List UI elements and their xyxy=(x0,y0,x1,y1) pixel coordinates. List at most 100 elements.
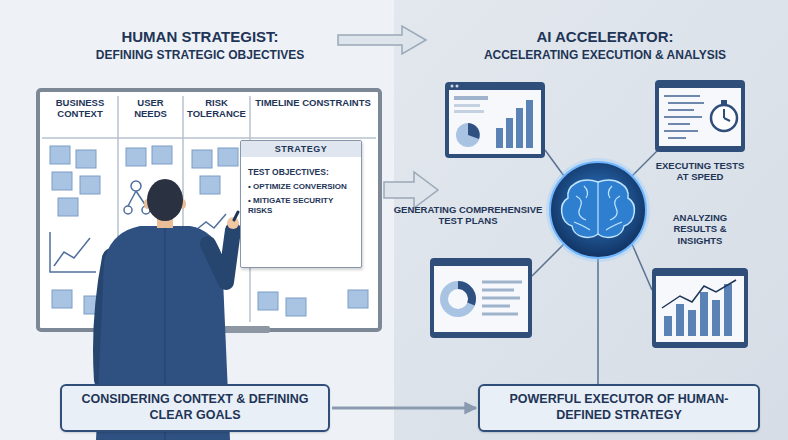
ai-brain xyxy=(546,158,650,262)
objective-item: • MITIGATE SECURITY RISKS xyxy=(248,196,354,216)
strategist-figure xyxy=(208,230,233,282)
test-plan-screen xyxy=(445,82,545,158)
ai-brain xyxy=(562,180,635,237)
test-plan-screen xyxy=(468,123,480,139)
screen-connector xyxy=(545,150,564,176)
column-heading: RISK TOLERANCE xyxy=(183,98,250,120)
sticky-note xyxy=(50,146,70,164)
screen-connector xyxy=(632,244,652,290)
sticky-note xyxy=(52,172,72,190)
sticky-note xyxy=(126,148,146,166)
test-plan-screen xyxy=(454,96,488,100)
column-heading: TIMELINE CONSTRAINTS xyxy=(250,98,376,109)
panel-ground xyxy=(394,0,788,440)
goal-box: CONSIDERING CONTEXT & DEFINING CLEAR GOA… xyxy=(60,384,330,431)
test-run-screen xyxy=(655,80,745,152)
report-screen xyxy=(482,313,518,316)
capability-label-slot: GENERATING COMPREHENSIVE TEST PLANS xyxy=(393,204,543,227)
panel-subtitle: ACCELERATING EXECUTION & ANALYSIS xyxy=(445,48,765,62)
report-screen xyxy=(482,289,514,292)
analysis-screen xyxy=(652,268,748,348)
test-plan-screen xyxy=(496,128,503,148)
sticky-note xyxy=(200,176,220,194)
panel-title-slot: HUMAN STRATEGIST: xyxy=(40,28,360,46)
capability-label-slot: ANALYZING RESULTS & INSIGHTS xyxy=(652,212,748,246)
analysis-screen xyxy=(724,284,732,336)
screen-connector xyxy=(632,150,658,176)
ai-brain xyxy=(550,162,646,258)
test-plan-screen xyxy=(451,85,454,88)
screen-connector xyxy=(532,150,658,386)
screen-connector xyxy=(597,258,599,386)
test-run-screen xyxy=(724,118,730,121)
board-sketch xyxy=(131,181,141,191)
report-screen xyxy=(482,282,522,314)
ai-brain xyxy=(608,186,612,198)
strategist-figure xyxy=(234,212,238,220)
panel-title-slot: AI ACCELERATOR: xyxy=(445,28,765,46)
ai-brain xyxy=(574,222,590,230)
test-run-screen xyxy=(668,102,704,104)
analysis-screen xyxy=(652,268,748,348)
report-screen xyxy=(482,305,510,308)
analysis-screen xyxy=(664,316,672,336)
test-run-screen xyxy=(723,109,725,118)
test-plan-screen xyxy=(506,118,513,148)
report-screen xyxy=(434,266,528,332)
sticky-note xyxy=(58,198,78,216)
analysis-screen xyxy=(700,292,708,336)
ai-brain xyxy=(597,182,598,234)
test-run-screen xyxy=(664,116,702,118)
test-run-screen xyxy=(668,109,694,111)
sticky-note xyxy=(286,298,306,316)
test-plan-screen xyxy=(454,104,480,107)
analysis-screen xyxy=(656,276,744,342)
panel-title: HUMAN STRATEGIST: xyxy=(40,28,360,46)
report-screen xyxy=(444,285,472,313)
board-sketch xyxy=(54,238,90,266)
test-plan-screen xyxy=(454,110,484,113)
board-sketch xyxy=(124,206,132,214)
sheet-heading: STRATEGY xyxy=(241,141,361,157)
ai-brain xyxy=(610,196,620,220)
ai-brain xyxy=(584,186,588,198)
test-run-screen xyxy=(721,100,727,104)
analysis-screen xyxy=(712,300,720,336)
analysis-screen xyxy=(688,310,696,336)
box-text: POWERFUL EXECUTOR OF HUMAN-DEFINED STRAT… xyxy=(490,392,748,423)
test-plan-screen xyxy=(526,100,533,148)
panel-ground xyxy=(0,0,394,440)
test-plan-screen xyxy=(445,82,545,158)
panel-subtitle: DEFINING STRATEGIC OBJECTIVES xyxy=(40,48,360,62)
analysis-screen xyxy=(662,280,736,308)
objective-item: • OPTIMIZE CONVERSION xyxy=(248,182,354,192)
objectives-heading: TEST OBJECTIVES: xyxy=(248,167,354,177)
sticky-note xyxy=(52,290,72,308)
ai-brain xyxy=(576,196,586,220)
sticky-note xyxy=(76,150,96,168)
panel-title: AI ACCELERATOR: xyxy=(445,28,765,46)
report-screen xyxy=(430,258,532,338)
sticky-note xyxy=(80,176,100,194)
panel-subtitle-slot: DEFINING STRATEGIC OBJECTIVES xyxy=(40,48,360,62)
test-run-screen xyxy=(655,80,745,152)
capability-label: EXECUTING TESTS AT SPEED xyxy=(652,160,748,183)
capability-label: GENERATING COMPREHENSIVE TEST PLANS xyxy=(393,204,543,227)
capability-label-slot: EXECUTING TESTS AT SPEED xyxy=(652,160,748,183)
flow-arrow xyxy=(338,26,426,54)
whiteboard: BUSINESS CONTEXTUSER NEEDSRISK TOLERANCE… xyxy=(38,90,380,330)
report-screen xyxy=(430,258,532,338)
screen-connector xyxy=(532,244,564,276)
box-text: CONSIDERING CONTEXT & DEFINING CLEAR GOA… xyxy=(72,392,318,423)
board-sketch xyxy=(196,214,226,230)
capability-label: ANALYZING RESULTS & INSIGHTS xyxy=(652,212,748,246)
test-run-screen xyxy=(664,130,698,132)
test-run-screen xyxy=(711,105,737,131)
strategy-sheet: STRATEGY TEST OBJECTIVES: • OPTIMIZE CONVE… xyxy=(240,140,362,268)
column-heading: USER NEEDS xyxy=(118,98,183,120)
flow-connector xyxy=(332,407,476,410)
heading-row: BUSINESS CONTEXTUSER NEEDSRISK TOLERANCE… xyxy=(42,98,376,120)
